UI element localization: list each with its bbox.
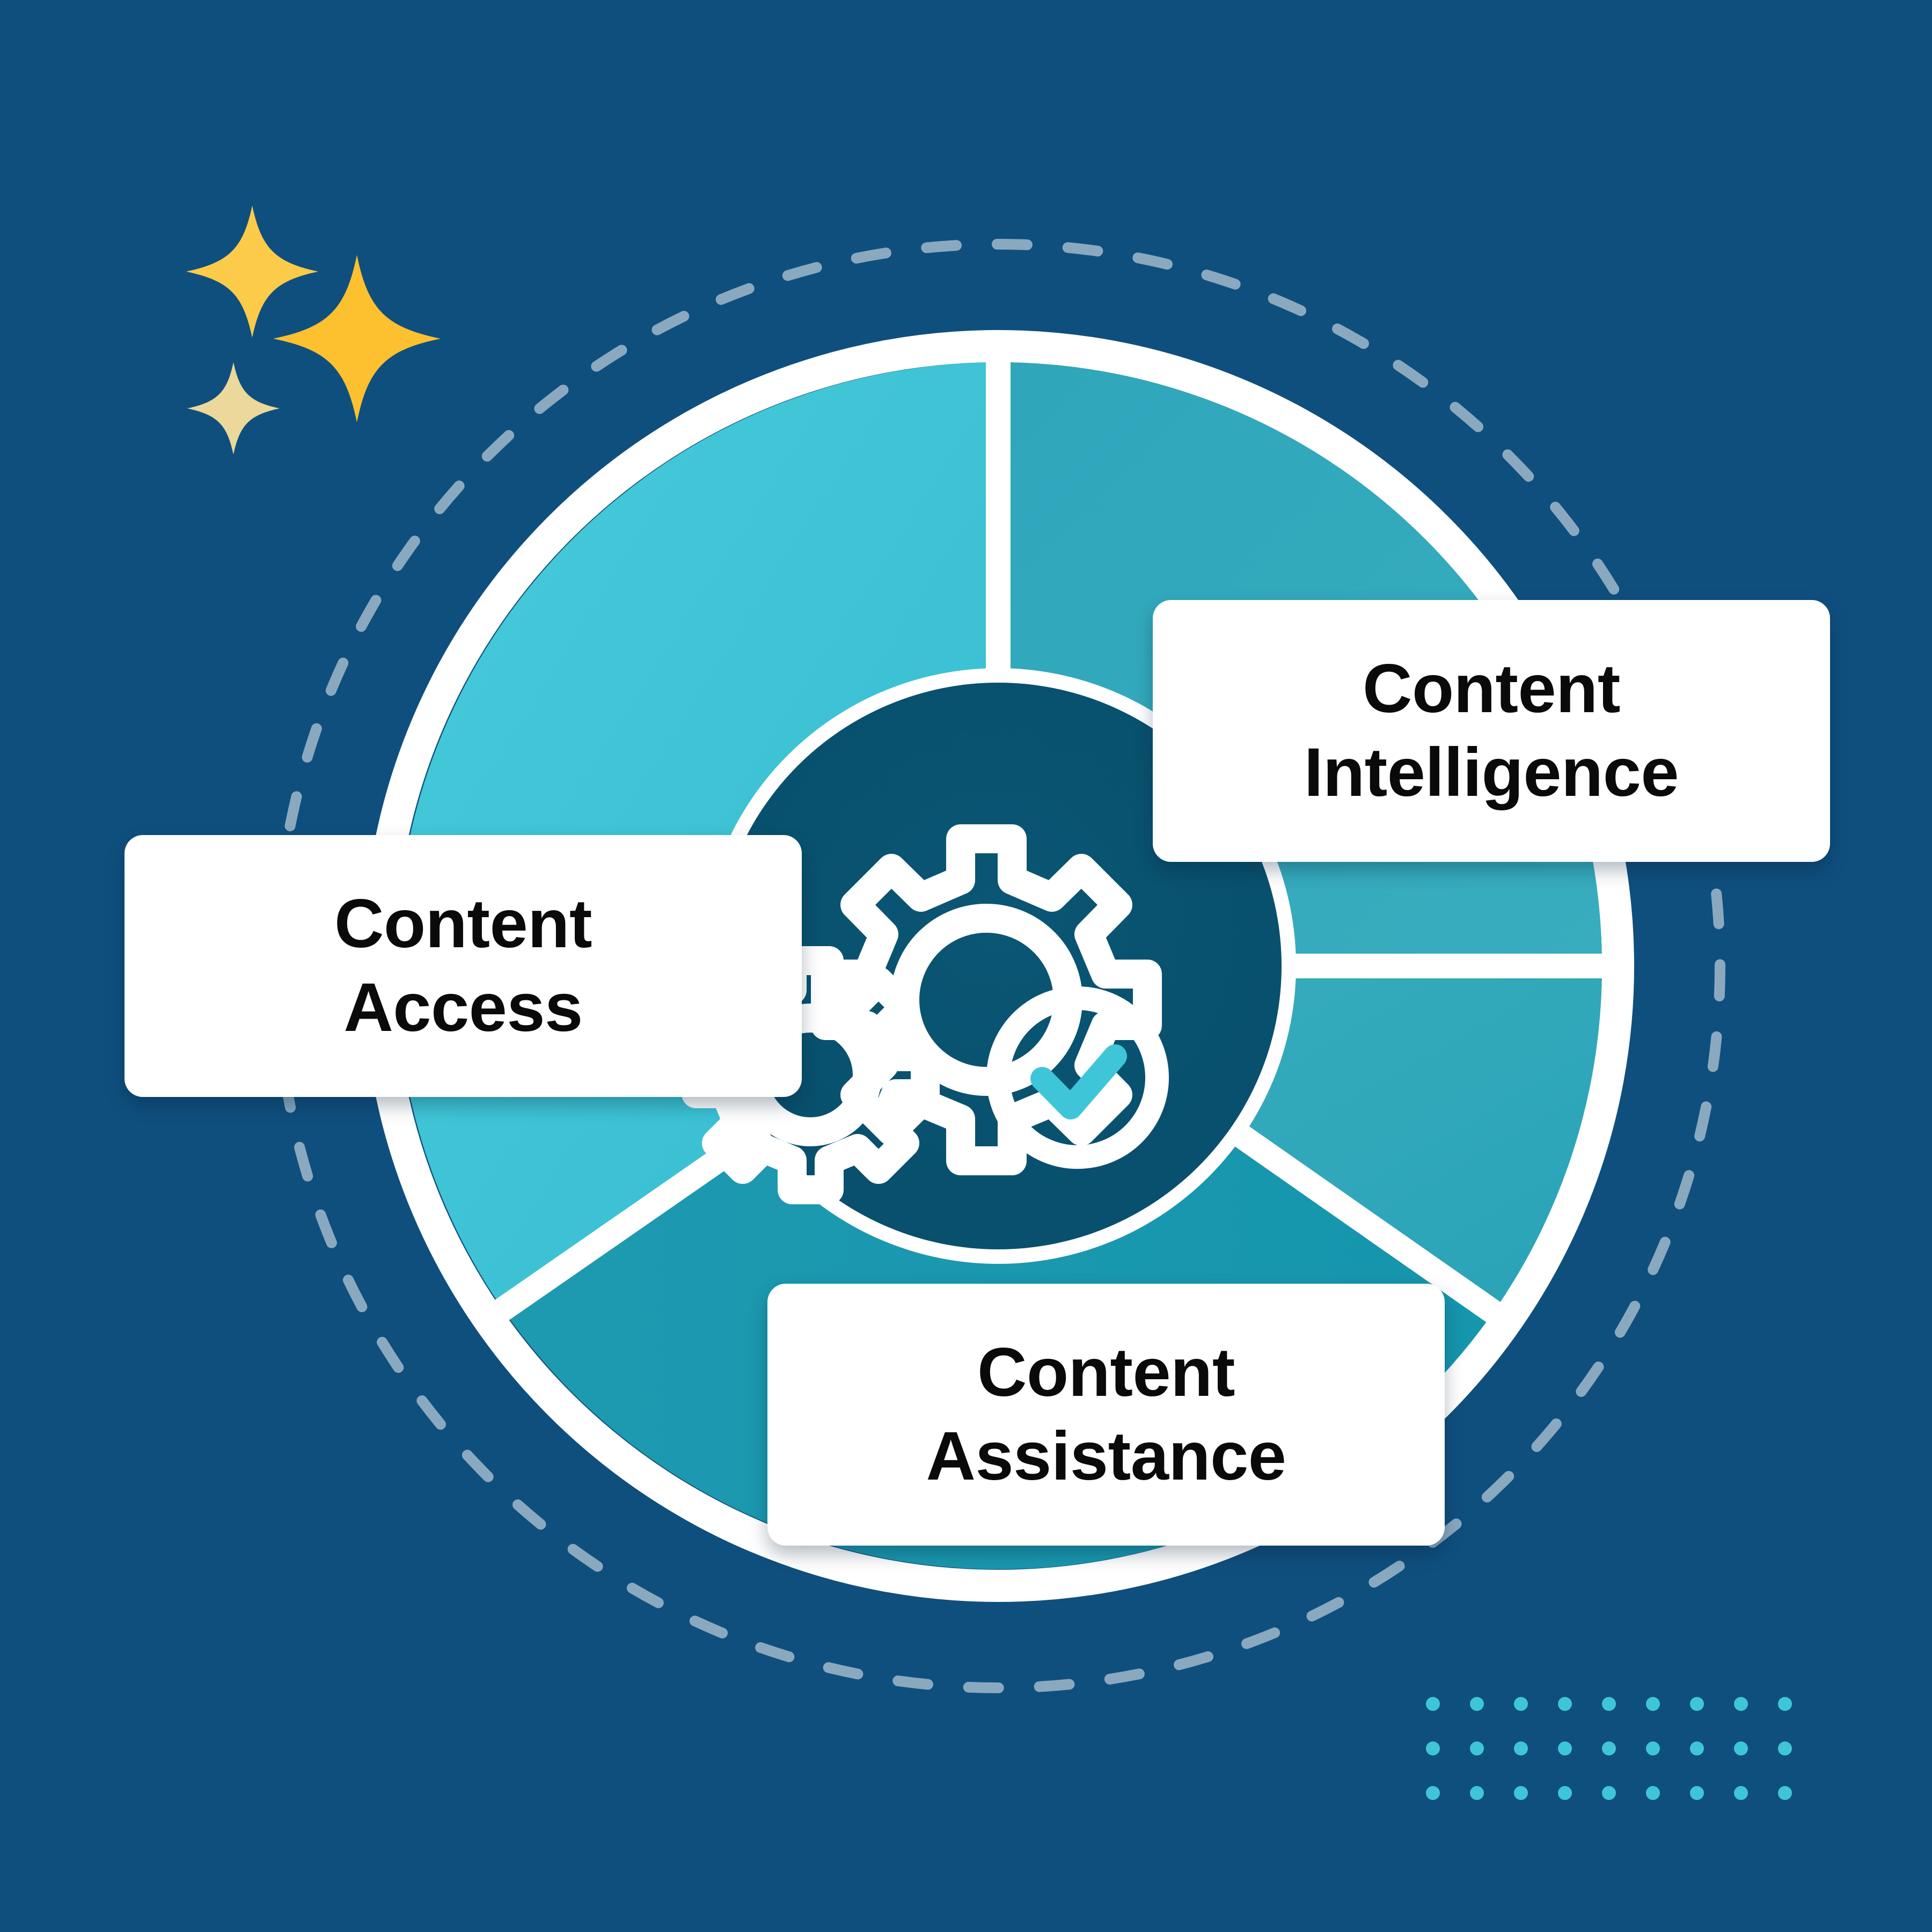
label-card-content-assistance[interactable]: Content Assistance	[767, 1284, 1445, 1546]
checkmark-icon	[1030, 1044, 1127, 1119]
label-card-content-intelligence[interactable]: Content Intelligence	[1153, 600, 1830, 862]
gear-large-icon	[811, 824, 1162, 1175]
dot-grid-decoration	[1426, 1697, 1792, 1800]
dot-grid-row	[1426, 1741, 1792, 1755]
dot-grid-row	[1426, 1697, 1792, 1711]
sparkle-small-icon	[187, 362, 280, 455]
sparkle-large-icon	[273, 255, 441, 422]
sparkle-medium-icon	[186, 206, 318, 338]
label-card-content-access[interactable]: Content Access	[125, 835, 802, 1097]
label-card-content-access-text: Content Access	[334, 885, 592, 1046]
dot-grid-row	[1426, 1786, 1792, 1800]
check-circle-icon	[986, 986, 1169, 1169]
sparkle-cluster	[186, 206, 441, 455]
label-card-content-intelligence-text: Content Intelligence	[1304, 650, 1679, 811]
label-card-content-assistance-text: Content Assistance	[926, 1334, 1286, 1495]
